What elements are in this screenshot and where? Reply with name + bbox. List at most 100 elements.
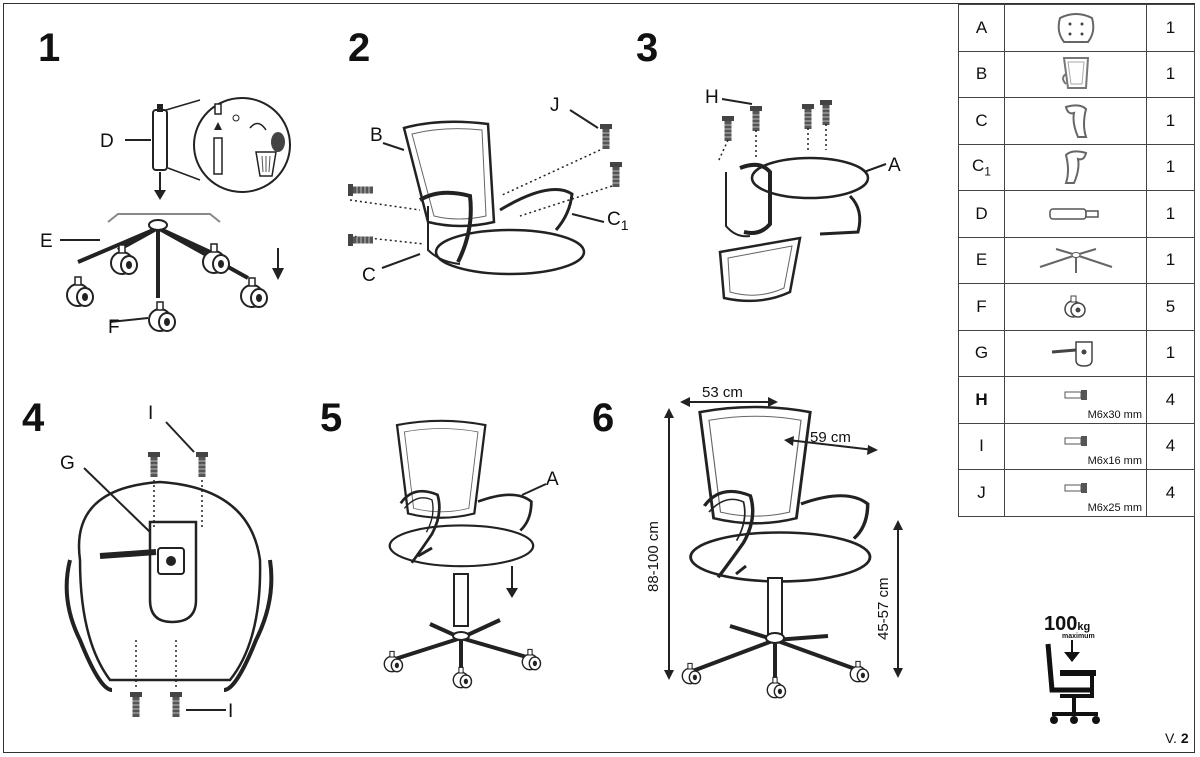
part-quantity: 4 (1146, 376, 1195, 424)
step5-drawing (383, 419, 547, 689)
dimension-depth: 59 cm (810, 429, 851, 446)
step3-drawing (717, 98, 887, 303)
part-code: J (958, 469, 1005, 517)
part-quantity: 1 (1146, 97, 1195, 145)
label-e: E (40, 231, 53, 252)
part-quantity: 4 (1146, 422, 1195, 470)
dimension-height: 88-100 cm (645, 521, 662, 592)
bolt-icon (1005, 474, 1146, 502)
part-size: M6x16 mm (1087, 455, 1142, 467)
step-number-6: 6 (592, 396, 615, 440)
version-label: V. 2 (1165, 730, 1189, 746)
part-code-letter: F (976, 296, 987, 316)
step4-drawing (64, 421, 274, 718)
bolt-icon (1005, 428, 1146, 456)
part-code-letter: G (974, 343, 989, 363)
backrest-icon (1005, 52, 1146, 98)
part-code-letter: B (975, 64, 988, 84)
part-quantity: 1 (1146, 329, 1195, 377)
armrest-left-icon (1005, 98, 1146, 144)
step-number-1: 1 (38, 26, 61, 70)
part-code-subscript: 1 (984, 164, 991, 179)
part-code: G (958, 329, 1005, 377)
part-code-letter: C (972, 156, 985, 176)
part-image (1004, 329, 1147, 377)
part-code-letter: H (975, 389, 988, 409)
step-number-5: 5 (320, 396, 343, 440)
dimension-width: 53 cm (702, 384, 743, 401)
part-quantity: 1 (1146, 50, 1195, 98)
part-code: E (958, 236, 1005, 284)
star-base-icon (1005, 238, 1146, 284)
label-j: J (550, 95, 560, 116)
part-image: M6x25 mm (1004, 469, 1147, 517)
part-code-letter: A (975, 17, 988, 37)
seat-icon (1005, 5, 1146, 51)
part-image (1004, 190, 1147, 238)
part-image (1004, 4, 1147, 52)
mechanism-icon (1005, 331, 1146, 377)
part-code-letter: D (975, 203, 988, 223)
part-image (1004, 283, 1147, 331)
armrest-right-icon (1005, 145, 1146, 191)
label-a-step3: A (888, 155, 901, 176)
caster-icon (1005, 284, 1146, 330)
step-number-4: 4 (22, 396, 45, 440)
max-load-icon (1045, 640, 1100, 724)
part-image: M6x30 mm (1004, 376, 1147, 424)
step-number-3: 3 (636, 26, 659, 70)
version-prefix: V. (1165, 730, 1177, 746)
max-load-unit: kg (1077, 621, 1091, 633)
part-code: B (958, 50, 1005, 98)
label-g: G (60, 453, 75, 474)
parts-row: I M6x16 mm 4 (958, 422, 1195, 470)
label-h: H (705, 87, 719, 108)
label-d: D (100, 131, 114, 152)
part-code: D (958, 190, 1005, 238)
parts-row: H M6x30 mm 4 (958, 376, 1195, 424)
part-quantity: 1 (1146, 4, 1195, 52)
part-code-letter: E (975, 250, 988, 270)
label-f: F (108, 317, 120, 338)
part-code-letter: I (979, 436, 984, 456)
page-frame (3, 3, 1195, 753)
max-load-note: maximum (1062, 633, 1095, 640)
part-image (1004, 50, 1147, 98)
part-quantity: 1 (1146, 236, 1195, 284)
gas-lift-icon (1005, 191, 1146, 237)
label-c1-subscript: 1 (620, 216, 629, 233)
part-code: A (958, 4, 1005, 52)
dimension-seat-height: 45-57 cm (875, 577, 892, 640)
part-quantity: 4 (1146, 469, 1195, 517)
label-a-step5: A (546, 469, 559, 490)
max-load-label: 100kg (1044, 613, 1090, 636)
label-c1: C1 (607, 210, 629, 232)
part-image (1004, 97, 1147, 145)
max-load-value: 100 (1044, 613, 1078, 635)
part-code: C (958, 97, 1005, 145)
label-c1-letter: C (607, 209, 621, 230)
part-code: H (958, 376, 1005, 424)
part-code-letter: C (975, 110, 988, 130)
part-quantity: 5 (1146, 283, 1195, 331)
label-i-top: I (148, 403, 154, 424)
part-code-letter: J (977, 482, 986, 502)
part-quantity: 1 (1146, 143, 1195, 191)
part-quantity: 1 (1146, 190, 1195, 238)
part-code: C1 (958, 143, 1005, 191)
version-number: 2 (1180, 730, 1189, 746)
part-image (1004, 143, 1147, 191)
step2-drawing (347, 109, 623, 276)
part-image (1004, 236, 1147, 284)
part-size: M6x30 mm (1087, 408, 1142, 421)
part-image: M6x16 mm (1004, 422, 1147, 470)
label-c: C (362, 265, 376, 286)
